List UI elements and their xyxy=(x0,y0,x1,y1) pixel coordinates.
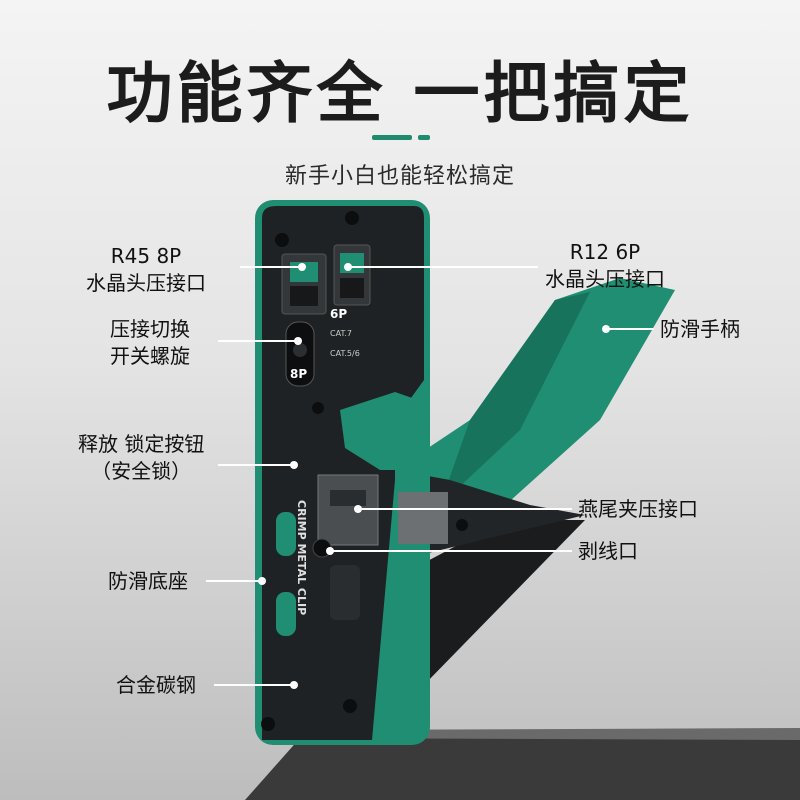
accent-divider-dot xyxy=(418,135,430,140)
leader-dot-rj12 xyxy=(344,263,352,271)
leader-dot-rj45 xyxy=(298,263,306,271)
leader-dot-handle xyxy=(602,325,610,333)
label-stripper: 剥线口 xyxy=(578,539,638,563)
leader-steel xyxy=(214,684,294,686)
crimp-metal-clip-text: CRIMP METAL CLIP xyxy=(295,500,308,615)
upper-handle-shade xyxy=(440,292,590,505)
leader-handle xyxy=(606,328,654,330)
table-block xyxy=(245,735,800,800)
cat56-text: CAT.5/6 xyxy=(330,349,360,358)
dovetail-jaw xyxy=(317,474,379,546)
label-base: 防滑底座 xyxy=(108,569,188,593)
leader-rj45 xyxy=(240,266,302,268)
leader-dot-stripper xyxy=(326,547,334,555)
stripper-blade xyxy=(398,492,448,544)
label-dovetail: 燕尾夹压接口 xyxy=(578,497,698,521)
headline: 功能齐全 一把搞定 xyxy=(106,55,694,132)
leader-dovetail xyxy=(358,508,572,510)
leader-base xyxy=(206,580,262,582)
screw-bottom-left xyxy=(261,717,275,731)
screw-bottom-mid xyxy=(343,699,357,713)
label-steel: 合金碳钢 xyxy=(116,673,196,697)
leader-switch xyxy=(218,340,298,342)
grip-insert-1 xyxy=(276,512,296,556)
leader-release xyxy=(218,464,294,466)
jaw-green-block xyxy=(340,392,418,470)
leader-dot-dovetail xyxy=(354,505,362,513)
label-release-button: 释放 锁定按钮（安全锁） xyxy=(78,432,205,483)
port-6p-text: 6P xyxy=(330,307,347,321)
label-handle: 防滑手柄 xyxy=(660,317,740,341)
screw-top-left xyxy=(275,233,289,247)
leader-dot-release xyxy=(290,461,298,469)
leader-dot-switch xyxy=(294,337,302,345)
grip-insert-2 xyxy=(276,592,296,636)
screw-top-right xyxy=(345,211,359,225)
leader-dot-base xyxy=(258,577,266,585)
accent-divider xyxy=(372,135,412,140)
slot-lower xyxy=(330,565,360,620)
port-8p-text: 8P xyxy=(290,367,307,381)
leader-dot-steel xyxy=(290,681,298,689)
subtitle: 新手小白也能轻松搞定 xyxy=(284,164,515,189)
cat7-text: CAT.7 xyxy=(330,329,352,338)
leader-rj12 xyxy=(348,266,538,268)
label-switch: 压接切换开关螺旋 xyxy=(110,317,190,368)
leader-stripper xyxy=(330,550,572,552)
screw-center xyxy=(312,402,324,414)
